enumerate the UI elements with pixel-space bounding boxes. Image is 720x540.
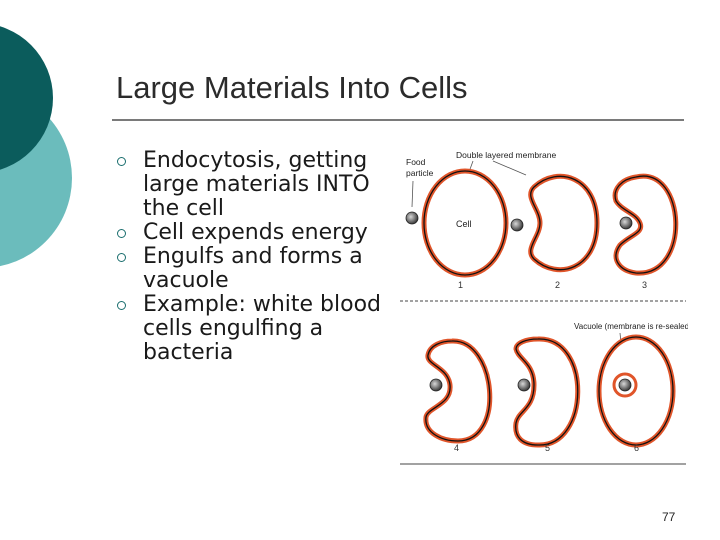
- theme-decoration: [0, 26, 72, 267]
- cell-label: Cell: [456, 219, 472, 229]
- pointer-line: [492, 160, 527, 176]
- bullet-icon: [117, 301, 126, 310]
- vacuole-label: Vacuole (membrane is re-sealed): [574, 322, 688, 331]
- step-number: 2: [555, 280, 560, 290]
- bullet-icon: [117, 253, 126, 262]
- bullet-text: Example: white blood cells engulfing a b…: [143, 292, 382, 365]
- endocytosis-diagram: Food particle Double layered membrane Ce…: [400, 150, 688, 465]
- food-particle: [618, 378, 632, 392]
- bullet-item: Engulfs and forms a vacuole: [116, 245, 386, 293]
- bullet-item: Example: white blood cells engulfing a b…: [116, 293, 386, 365]
- bullet-item: Endocytosis, getting large materials INT…: [116, 149, 386, 221]
- food-particle: [510, 218, 524, 232]
- step-number: 5: [545, 443, 550, 453]
- cell-membrane-inner: [598, 336, 674, 446]
- page-number: 77: [662, 510, 676, 524]
- cell-membrane-inner: [515, 338, 579, 446]
- bullet-text: Endocytosis, getting large materials INT…: [143, 148, 370, 221]
- food-particle-label-line: particle: [406, 168, 434, 178]
- slide-title: Large Materials Into Cells: [116, 70, 468, 105]
- pointer-line: [411, 180, 414, 208]
- cell-membrane-inner: [614, 175, 677, 274]
- membrane-label: Double layered membrane: [456, 150, 556, 160]
- cell-membrane-inner: [423, 170, 507, 276]
- cell-membrane-inner: [530, 175, 598, 271]
- bullet-item: Cell expends energy: [116, 221, 386, 245]
- food-particle-label: Food particle: [406, 157, 434, 178]
- cell-membrane-inner: [425, 340, 491, 442]
- food-particle: [429, 378, 443, 392]
- food-particle: [517, 378, 531, 392]
- bullet-list: Endocytosis, getting large materials INT…: [116, 149, 386, 365]
- step-number: 4: [454, 443, 459, 453]
- food-particle: [405, 211, 419, 225]
- step-number: 3: [642, 280, 647, 290]
- bullet-text: Cell expends energy: [143, 220, 368, 245]
- title-divider: [112, 119, 684, 121]
- bullet-text: Engulfs and forms a vacuole: [143, 244, 363, 293]
- food-particle: [619, 216, 633, 230]
- step-number: 1: [458, 280, 463, 290]
- bullet-icon: [117, 229, 126, 238]
- step-number: 6: [634, 443, 639, 453]
- bullet-icon: [117, 157, 126, 166]
- food-particle-label-line: Food: [406, 157, 426, 167]
